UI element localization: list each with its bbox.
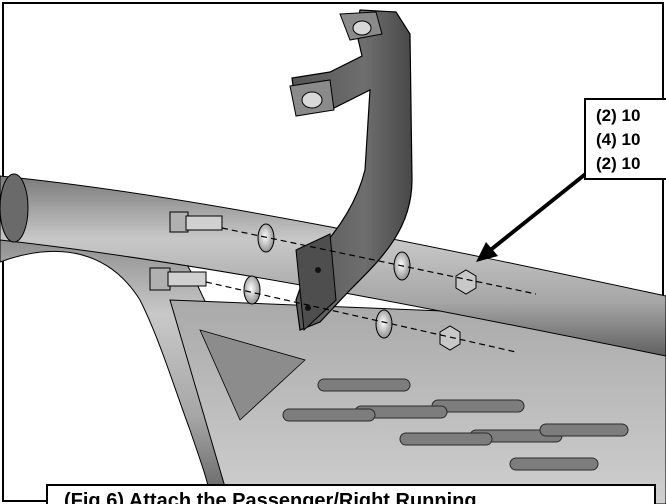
- washer: [375, 309, 393, 339]
- callout-line: (4) 10: [596, 130, 641, 149]
- figure-caption: (Fig.6) Attach the Passenger/Right Runni…: [46, 484, 656, 504]
- lower-bolt: [149, 267, 207, 291]
- callout-line: (2) 10: [596, 154, 641, 173]
- upper-bolt: [169, 211, 223, 233]
- step-slots: [282, 378, 629, 471]
- callout-line: (2) 10: [596, 106, 641, 125]
- step-slot: [282, 408, 376, 422]
- hardware-callout-box: (2) 10 (4) 10 (2) 10: [584, 98, 666, 180]
- step-slot: [399, 432, 493, 446]
- step-slot: [509, 457, 599, 471]
- hex-nut: [439, 325, 461, 351]
- callout-arrow: [476, 170, 590, 262]
- step-slot: [539, 423, 629, 437]
- step-board: [169, 299, 666, 504]
- washer: [243, 275, 261, 305]
- step-slot: [317, 378, 411, 392]
- nuts: [439, 269, 477, 351]
- mounting-bracket: [289, 9, 413, 332]
- washer: [257, 223, 275, 253]
- alignment-lines: [205, 227, 537, 353]
- hex-nut: [455, 269, 477, 295]
